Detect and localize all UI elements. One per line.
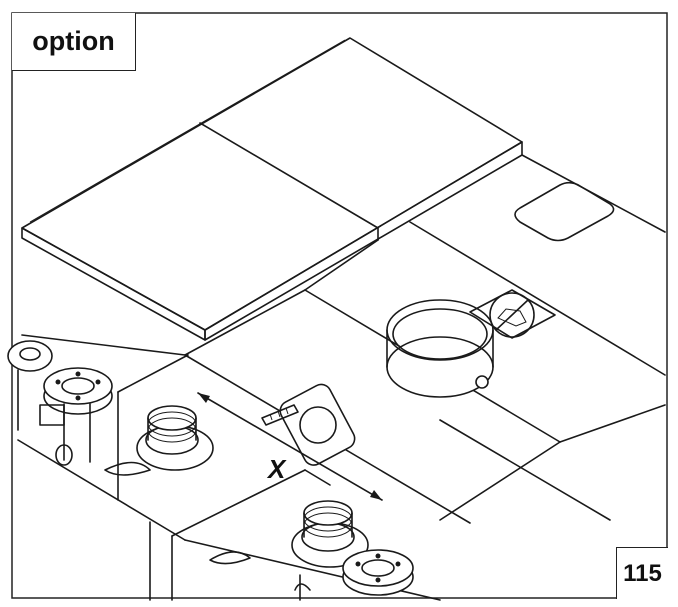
spigot-left	[104, 405, 214, 476]
dimension-label: X	[266, 454, 287, 484]
flange-post-left	[39, 367, 113, 466]
flange-edge	[7, 340, 53, 431]
flange-post-right	[294, 549, 414, 596]
figure-frame	[11, 12, 668, 599]
prohibition-sign	[469, 289, 556, 339]
dimension-line	[197, 392, 383, 501]
page-number: 115	[616, 547, 668, 599]
measuring-tape	[261, 383, 356, 466]
cutout-slot	[514, 181, 615, 242]
option-label: option	[12, 13, 136, 71]
spigot-right	[209, 500, 369, 568]
duct-collar	[386, 299, 494, 398]
top-slab	[21, 37, 523, 341]
